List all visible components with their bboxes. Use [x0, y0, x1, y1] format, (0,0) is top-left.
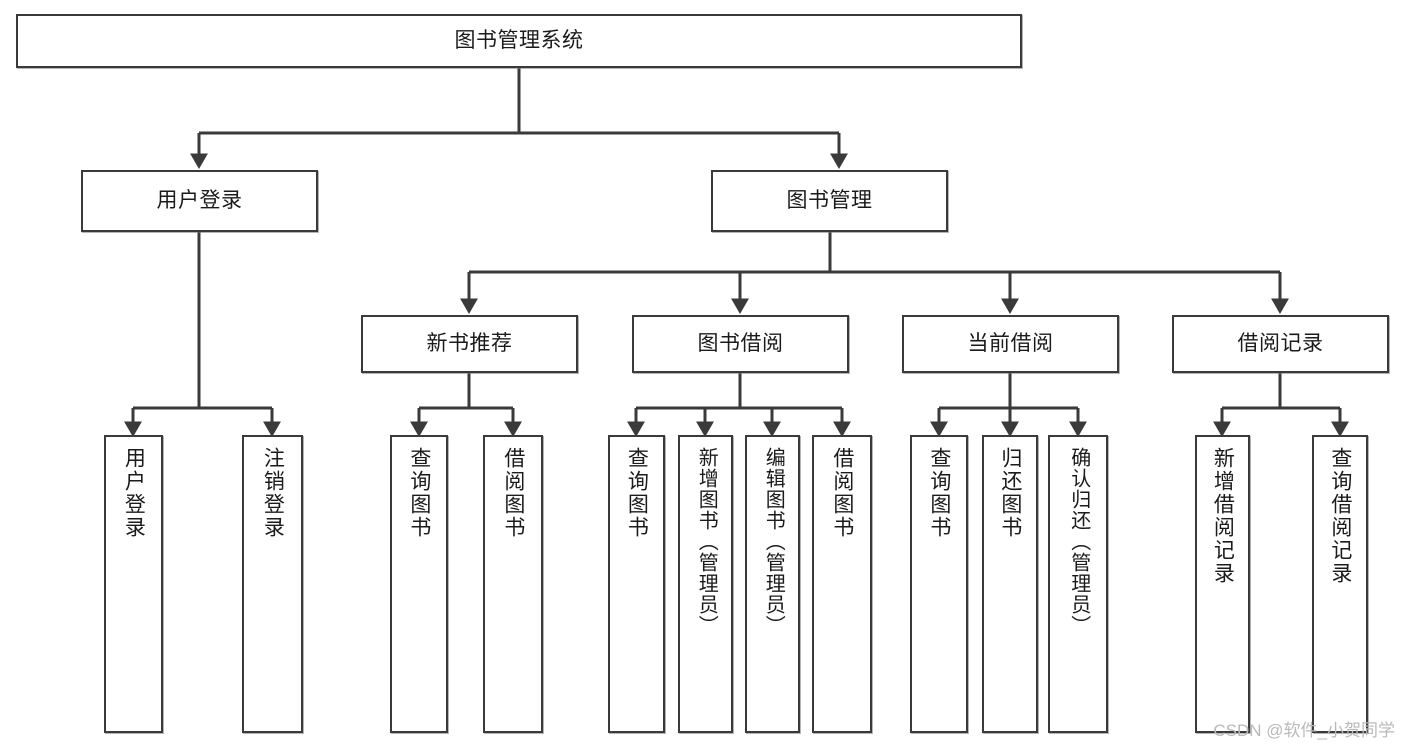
- leaf-current-query-book[interactable]: 查询图书: [910, 435, 968, 733]
- node-borrow-record-label: 借阅记录: [1237, 331, 1324, 355]
- node-new-book-recommend[interactable]: 新书推荐: [361, 315, 578, 373]
- node-book-management[interactable]: 图书管理: [711, 170, 948, 232]
- leaf-record-query-record[interactable]: 查询借阅记录: [1312, 435, 1368, 733]
- leaf-borrow-query-book[interactable]: 查询图书: [608, 435, 665, 733]
- leaf-recommend-borrow-book[interactable]: 借阅图书: [483, 435, 543, 733]
- leaf-user-login-signout[interactable]: 注销登录: [242, 435, 303, 733]
- leaf-current-confirm-return-admin-label: 确认归还（管理员）: [1067, 447, 1090, 636]
- leaf-record-query-record-label: 查询借阅记录: [1328, 447, 1352, 585]
- leaf-recommend-borrow-book-label: 借阅图书: [501, 447, 525, 539]
- leaf-current-return-book[interactable]: 归还图书: [982, 435, 1038, 733]
- node-new-book-recommend-label: 新书推荐: [426, 331, 513, 355]
- leaf-borrow-edit-book-admin[interactable]: 编辑图书（管理员）: [745, 435, 800, 733]
- leaf-user-login-signin[interactable]: 用户登录: [104, 435, 163, 733]
- leaf-recommend-query-book[interactable]: 查询图书: [390, 435, 448, 733]
- leaf-current-return-book-label: 归还图书: [998, 447, 1022, 539]
- node-user-login-label: 用户登录: [156, 188, 243, 212]
- node-book-borrow[interactable]: 图书借阅: [632, 315, 849, 373]
- leaf-user-login-signout-label: 注销登录: [261, 447, 285, 539]
- node-user-login[interactable]: 用户登录: [81, 170, 318, 232]
- node-root-label: 图书管理系统: [454, 28, 584, 52]
- leaf-borrow-query-book-label: 查询图书: [625, 447, 649, 539]
- leaf-recommend-query-book-label: 查询图书: [407, 447, 431, 539]
- node-book-borrow-label: 图书借阅: [697, 331, 784, 355]
- leaf-borrow-add-book-admin[interactable]: 新增图书（管理员）: [678, 435, 733, 733]
- node-current-borrow[interactable]: 当前借阅: [902, 315, 1119, 373]
- node-borrow-record[interactable]: 借阅记录: [1172, 315, 1389, 373]
- watermark: CSDN @软件_小贺同学: [1213, 721, 1395, 740]
- leaf-record-add-record-label: 新增借阅记录: [1211, 447, 1235, 585]
- leaf-borrow-add-book-admin-label: 新增图书（管理员）: [695, 447, 718, 636]
- leaf-borrow-edit-book-admin-label: 编辑图书（管理员）: [762, 447, 785, 636]
- leaf-borrow-borrow-book[interactable]: 借阅图书: [812, 435, 872, 733]
- leaf-record-add-record[interactable]: 新增借阅记录: [1195, 435, 1250, 733]
- leaf-user-login-signin-label: 用户登录: [122, 447, 146, 539]
- leaf-current-confirm-return-admin[interactable]: 确认归还（管理员）: [1048, 435, 1108, 733]
- leaf-borrow-borrow-book-label: 借阅图书: [830, 447, 854, 539]
- leaf-current-query-book-label: 查询图书: [927, 447, 951, 539]
- node-root[interactable]: 图书管理系统: [16, 14, 1022, 68]
- node-current-borrow-label: 当前借阅: [967, 331, 1054, 355]
- node-book-management-label: 图书管理: [786, 188, 873, 212]
